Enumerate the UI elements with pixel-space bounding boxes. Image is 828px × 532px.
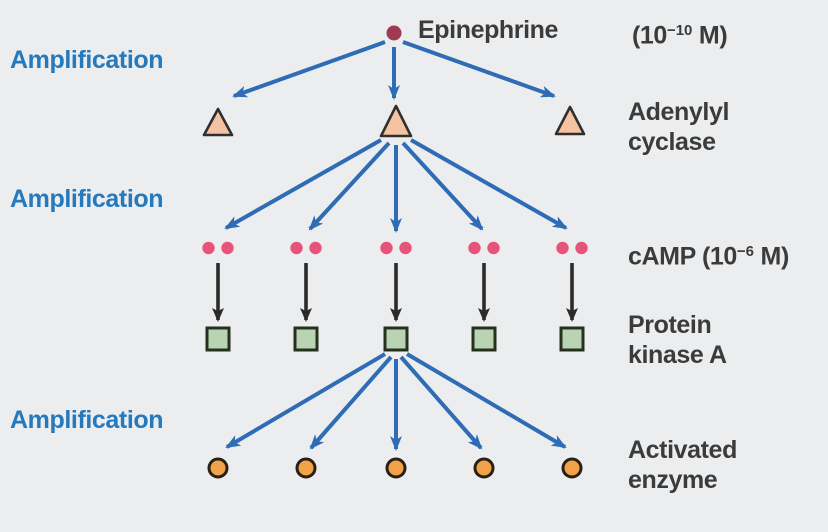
conc-suffix: M) (692, 21, 728, 50)
activated-enzyme-label: Activated enzyme (628, 435, 737, 495)
camp-prefix: cAMP (10 (628, 242, 737, 271)
protein-kinase-square-icons (205, 326, 585, 352)
adenylyl-cyclase-label: Adenylyl cyclase (628, 97, 729, 157)
fan-arrows-level-1 (232, 40, 556, 100)
adenylyl-cyclase-line2: cyclase (628, 128, 716, 156)
protein-kinase-line1: Protein (628, 311, 712, 339)
camp-label: cAMP (10−6 M) (628, 236, 789, 271)
conc-prefix: (10 (632, 21, 667, 50)
camp-exponent: −6 (736, 243, 754, 260)
protein-kinase-line2: kinase A (628, 341, 727, 369)
camp-dot-icons (202, 241, 588, 255)
straight-arrows-camp-to-pka (212, 263, 578, 322)
amplification-label-3: Amplification (10, 406, 164, 434)
epinephrine-dot-icon (386, 25, 402, 41)
conc-exponent: −10 (666, 22, 693, 39)
amplification-label-2: Amplification (10, 185, 164, 213)
epinephrine-concentration: (10−10 M) (632, 15, 728, 50)
activated-enzyme-circle-icons (207, 457, 583, 479)
fan-arrows-level-3 (225, 352, 567, 451)
amplification-label-1: Amplification (10, 46, 164, 74)
camp-suffix: M) (754, 242, 790, 271)
activated-enzyme-line1: Activated (628, 436, 737, 464)
adenylyl-cyclase-line1: Adenylyl (628, 98, 729, 126)
protein-kinase-label: Protein kinase A (628, 310, 727, 370)
adenylyl-cyclase-triangle-icons (202, 104, 586, 138)
epinephrine-label: Epinephrine (418, 16, 559, 44)
activated-enzyme-line2: enzyme (628, 466, 718, 494)
fan-arrows-level-2 (224, 138, 568, 233)
